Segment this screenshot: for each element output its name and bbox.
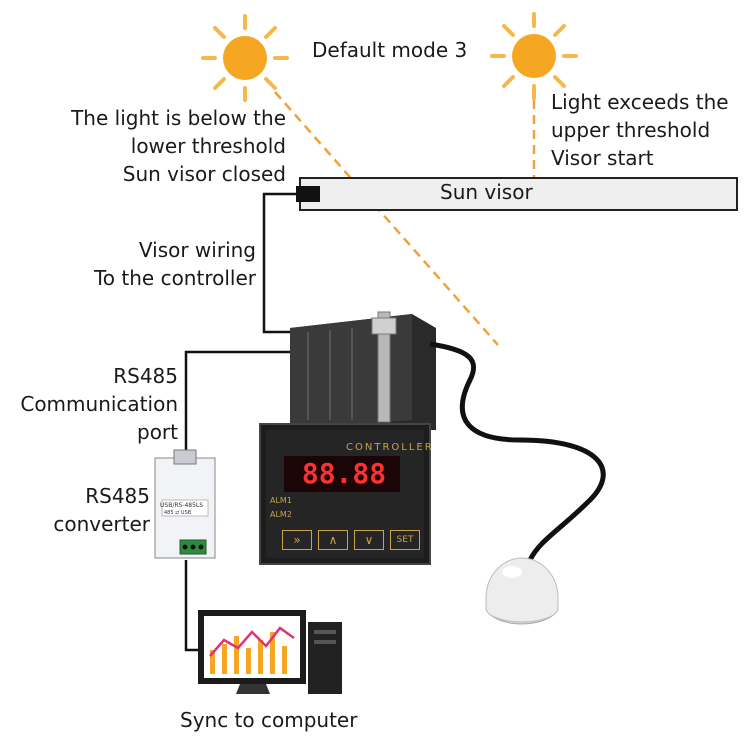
wiring-line-1: Visor wiring — [138, 238, 256, 262]
converter-line-2: converter — [53, 512, 150, 536]
shift-button[interactable]: » — [282, 530, 312, 550]
below-line-3: Sun visor closed — [122, 162, 286, 186]
rs485-converter-device — [154, 449, 216, 559]
sun-visor-label: Sun visor — [440, 180, 533, 204]
converter-label: USB/RS-485LS — [160, 502, 204, 509]
sync-computer-label: Sync to computer — [180, 708, 358, 732]
light-beam-left — [274, 91, 499, 346]
below-line-1: The light is below the — [71, 106, 286, 130]
controller-title: CONTROLLER — [346, 442, 434, 453]
exceeds-line-3: Visor start — [551, 146, 654, 170]
port-line-2: Communication — [20, 392, 178, 416]
converter-line-1: RS485 — [85, 484, 150, 508]
port-line-3: port — [137, 420, 178, 444]
down-button[interactable]: ∨ — [354, 530, 384, 550]
sun-left-icon — [201, 14, 289, 102]
light-sensor-icon — [485, 557, 559, 625]
alarm1-label: ALM1 — [270, 496, 292, 505]
visor-motor-block — [296, 186, 320, 202]
visor-wire — [262, 192, 296, 334]
controller-buttons: » ∧ ∨ SET — [282, 530, 420, 550]
converter-sublabel: 485 ⇄ USB — [164, 510, 192, 516]
controller-device — [259, 311, 436, 565]
sun-right-icon — [490, 12, 578, 100]
visor-wiring-note: Visor wiring To the controller — [40, 236, 256, 292]
computer-icon — [198, 610, 342, 694]
wiring-line-2: To the controller — [93, 266, 256, 290]
rs485-wire — [184, 350, 292, 462]
alarm2-label: ALM2 — [270, 510, 292, 519]
exceeds-threshold-note: Light exceeds the upper threshold Visor … — [551, 88, 729, 172]
below-line-2: lower threshold — [130, 134, 286, 158]
rs485-converter-note: RS485 converter — [10, 482, 150, 538]
below-threshold-note: The light is below the lower threshold S… — [40, 104, 286, 188]
sensor-cable — [429, 341, 606, 562]
controller-display: 88.88 — [301, 457, 387, 490]
set-button[interactable]: SET — [390, 530, 420, 550]
rs485-port-note: RS485 Communication port — [10, 362, 178, 446]
usb-wire — [184, 560, 202, 652]
exceeds-line-2: upper threshold — [551, 118, 711, 142]
port-line-1: RS485 — [113, 364, 178, 388]
exceeds-line-1: Light exceeds the — [551, 90, 729, 114]
mode-label: Default mode 3 — [312, 38, 468, 62]
up-button[interactable]: ∧ — [318, 530, 348, 550]
